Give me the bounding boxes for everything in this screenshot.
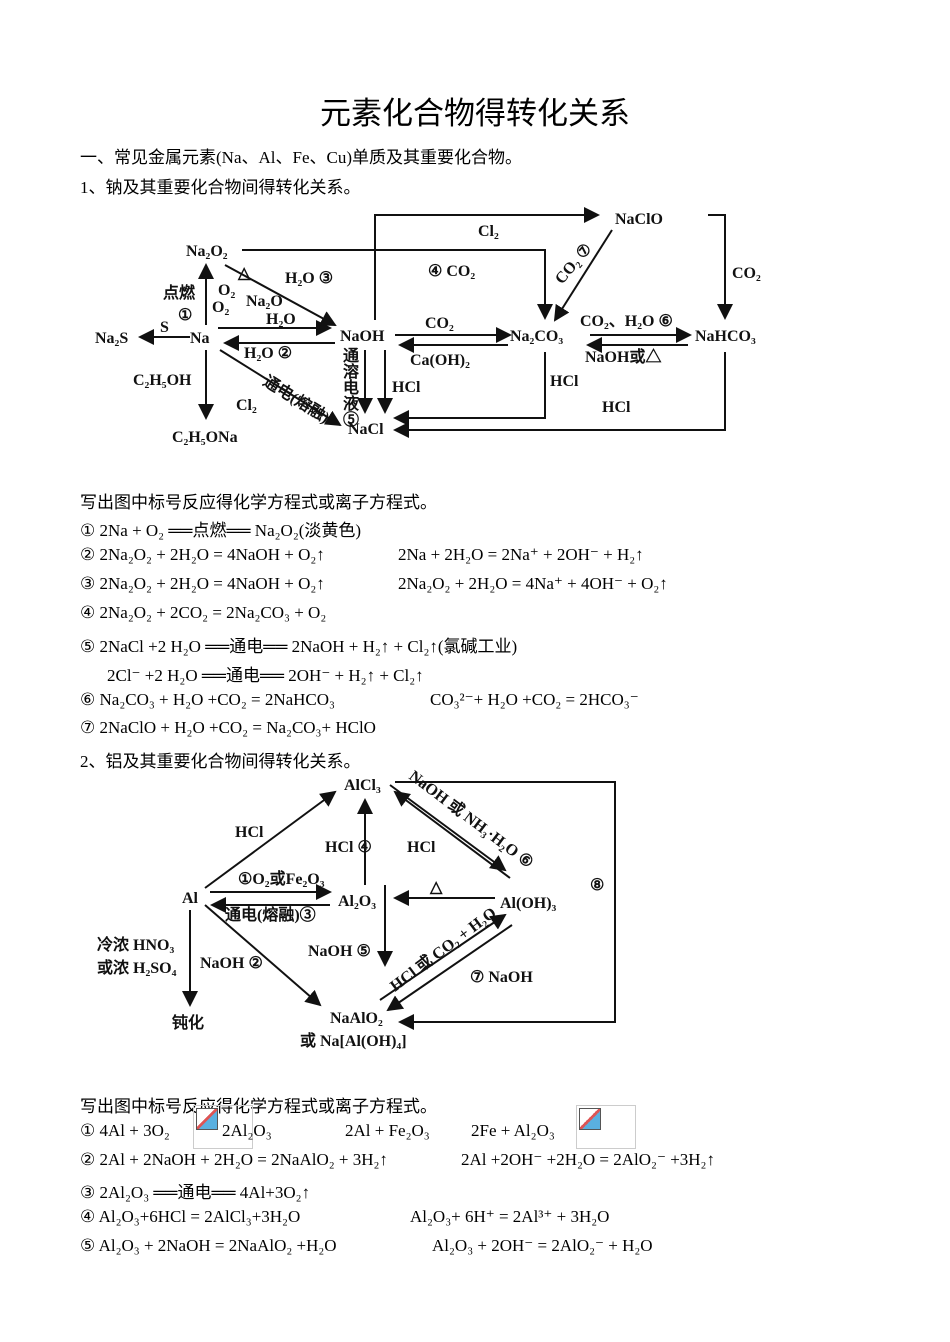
label-circle1: ① [178,307,192,324]
label-co2: CO₂ [425,315,454,332]
equation: 2Na₂O₂ + 2CO₂ = 2Na₂CO₃ + O₂ [99,603,327,622]
ionic-equation: Al₂O₃+ 6H⁺ = 2Al³⁺ + 3H₂O [410,1207,610,1226]
equation-product: 2Al₂O₃ [222,1121,272,1140]
equation-product: 2Fe + Al₂O₃ [471,1121,555,1140]
label-nacl: NaCl [348,421,384,438]
equation: 2Al + Fe₂O₃ [345,1121,430,1140]
ionic-equation: Al₂O₃ + 2OH⁻ = 2AlO₂⁻ + H₂O [432,1236,653,1255]
equation: Al₂O₃+6HCl = 2AlCl₃+3H₂O [98,1207,301,1226]
label-al2o3: Al₂O₃ [338,893,376,910]
broken-image-icon [576,1105,636,1149]
label-hcl-4: HCl ④ [325,839,372,856]
equation: 2NaClO + H₂O +CO₂ = Na₂CO₃+ HClO [99,718,376,737]
label-reaction-8: ⑧ [590,877,604,894]
label-cl2-top: Cl₂ [478,223,499,240]
label-co2-7: CO₂ ⑦ [552,241,595,288]
broken-image-icon [193,1105,253,1149]
label-naoh-7: ⑦ NaOH [470,969,533,986]
label-naoh: NaOH [340,328,385,345]
eq-number: ③ [80,574,96,593]
label-s: S [160,319,169,336]
eq-number: ⑤ [80,1236,96,1255]
eq-number: ② [80,545,96,564]
label-co2-h2o-6: CO₂、H₂O ⑥ [580,313,673,330]
ionic-equation: 2Na₂O₂ + 2H₂O = 4Na⁺ + 4OH⁻ + O₂↑ [398,574,668,593]
sodium-diagram: Na₂O₂ Na Na₂S S NaOH Na₂CO₃ NaClO NaHCO₃… [95,207,761,446]
label-cl2: Cl₂ [236,397,257,414]
equation: 2Na₂O₂ + 2H₂O = 4NaOH + O₂↑ [99,574,325,593]
label-c2h5ona: C₂H₅ONa [172,429,238,446]
label-hcl-2: HCl [550,373,579,390]
label-na2co3: Na₂CO₃ [510,328,563,345]
instruction-2: 写出图中标号反应得化学方程式或离子方程式。 [80,1097,437,1116]
label-alcl3: AlCl₃ [344,777,381,794]
eq-number: ① [80,521,96,540]
subsection-heading-na: 1、钠及其重要化合物间得转化关系。 [80,178,361,197]
label-cold-hno3: 冷浓 HNO₃ [97,935,174,954]
label-na: Na [190,330,210,347]
ionic-equation: 2Cl⁻ +2 H₂O ══通电══ 2OH⁻ + H₂↑ + Cl₂↑ [107,666,424,685]
label-passivation: 钝化 [171,1013,204,1032]
label-hcl-1: HCl [392,379,421,396]
equation: 4Al + 3O₂ [99,1121,170,1140]
label-reaction-1: ①O₂或Fe₂O₃ [238,869,325,888]
label-na-al-oh4: 或 Na[Al(OH)₄] [300,1031,407,1050]
section-heading: 一、常见金属元素(Na、Al、Fe、Cu)单质及其重要化合物。 [80,148,522,167]
eq-number: ③ [80,1183,96,1202]
label-na2o2: Na₂O₂ [186,243,228,260]
eq-number: ⑤ [80,637,96,656]
equation: Na₂CO₃ + H₂O +CO₂ = 2NaHCO₃ [99,690,335,709]
label-naalo2: NaAlO₂ [330,1010,383,1027]
label-electrolysis-melt: 通电(熔融) [260,371,333,427]
label-h2o: H₂O [266,311,296,328]
label-reaction-3: 通电(熔融)③ [225,905,316,924]
eq-number: ⑦ [80,718,96,737]
label-co2-right: CO₂ [732,265,761,282]
label-hcl-right: HCl [407,839,436,856]
label-h2o-3: H₂O ③ [285,270,333,287]
eq-number: ⑥ [80,690,96,709]
equation: Al₂O₃ + 2NaOH = 2NaAlO₂ +H₂O [98,1236,337,1255]
label-ignite: 点燃 [163,283,196,302]
label-nahco3: NaHCO₃ [695,328,756,345]
equation: 2Al + 2NaOH + 2H₂O = 2NaAlO₂ + 3H₂↑ [99,1150,388,1169]
label-aloh3: Al(OH)₃ [500,895,557,912]
ionic-equation: 2Al +2OH⁻ +2H₂O = 2AlO₂⁻ +3H₂↑ [461,1150,715,1169]
ionic-equation: CO₃²⁻+ H₂O +CO₂ = 2HCO₃⁻ [430,690,639,709]
eq-number: ④ [80,603,96,622]
label-heat: △ [429,879,443,896]
ionic-equation: 2Na + 2H₂O = 2Na⁺ + 2OH⁻ + H₂↑ [398,545,644,564]
label-naoh-or-heat: NaOH或△ [585,347,662,366]
label-hcl-left: HCl [235,824,264,841]
equation: 2Na + O₂ ══点燃══ Na₂O₂(淡黄色) [99,521,362,540]
label-na2s: Na₂S [95,330,128,347]
instruction-1: 写出图中标号反应得化学方程式或离子方程式。 [80,493,437,512]
label-o2b: O₂ [212,299,229,316]
eq-number: ① [80,1121,96,1140]
label-naoh-5: NaOH ⑤ [308,943,371,960]
label-delta: △ [237,265,251,282]
label-o2a: O₂ [218,282,235,299]
label-co2-4: ④ CO₂ [428,263,475,280]
label-naoh-2: NaOH ② [200,955,263,972]
aluminum-diagram: AlCl₃ Al Al₂O₃ Al(OH)₃ NaAlO₂ 或 Na[Al(OH… [97,766,616,1050]
label-h2o-2: H₂O ② [244,345,292,362]
label-al: Al [182,890,199,907]
subsection-heading-al: 2、铝及其重要化合物间得转化关系。 [80,752,361,771]
eq-number: ④ [80,1207,96,1226]
eq-number: ② [80,1150,96,1169]
label-naclo: NaClO [615,211,663,228]
label-hcl-3: HCl [602,399,631,416]
equation: 2NaCl +2 H₂O ══通电══ 2NaOH + H₂↑ + Cl₂↑(氯… [99,637,518,656]
label-conc-h2so4: 或浓 H₂SO₄ [97,958,177,977]
label-c2h5oh: C₂H₅OH [133,372,192,389]
equation: 2Na₂O₂ + 2H₂O = 4NaOH + O₂↑ [99,545,325,564]
equation: 2Al₂O₃ ══通电══ 4Al+3O₂↑ [99,1183,311,1202]
label-caoh2: Ca(OH)₂ [410,352,470,369]
page-title: 元素化合物得转化关系 [320,96,630,132]
label-electrolysis-solution: 通溶电液⑤ [340,347,357,427]
label-na2o: Na₂O [246,293,283,310]
